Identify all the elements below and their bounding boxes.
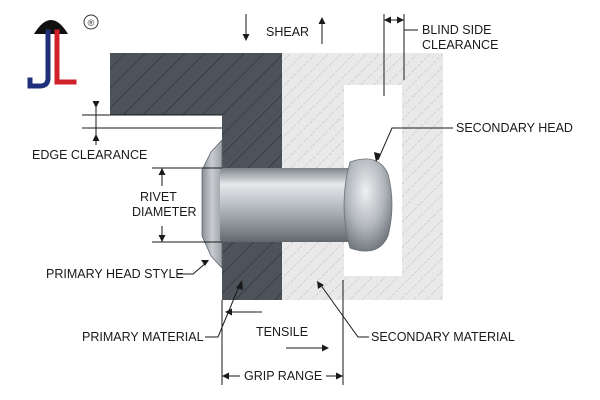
logo-j-letter (27, 29, 51, 89)
rivet-diameter-label-line2: DIAMETER (132, 205, 197, 219)
shear-label: SHEAR (266, 25, 309, 39)
secondary-material-annotation: SECONDARY MATERIAL (317, 281, 515, 344)
edge-clearance-label: EDGE CLEARANCE (32, 148, 147, 162)
rivet-diameter-label-line1: RIVET (140, 190, 177, 204)
registered-mark: ® (88, 18, 95, 28)
primary-material-annotation: PRIMARY MATERIAL (82, 280, 243, 344)
blind-side-clearance-label-line1: BLIND SIDE (422, 23, 491, 37)
logo-arch-icon (34, 20, 68, 34)
primary-head (201, 138, 223, 270)
rivet-shank (220, 168, 352, 242)
secondary-head-label: SECONDARY HEAD (456, 121, 573, 135)
primary-head-style-annotation: PRIMARY HEAD STYLE (46, 260, 209, 281)
tensile-label: TENSILE (256, 325, 308, 339)
blind-side-clearance-annotation: BLIND SIDE CLEARANCE (383, 14, 498, 96)
registered-mark-circle (83, 14, 99, 30)
logo-l-letter (54, 29, 77, 85)
rivet-diameter-annotation: RIVET DIAMETER (132, 167, 222, 243)
tensile-annotation: TENSILE (225, 308, 329, 352)
primary-head-style-label: PRIMARY HEAD STYLE (46, 267, 184, 281)
blind-side-clearance-label-line2: CLEARANCE (422, 38, 498, 52)
secondary-head (343, 158, 393, 252)
edge-clearance-annotation: EDGE CLEARANCE (32, 101, 222, 162)
secondary-material-label: SECONDARY MATERIAL (371, 330, 515, 344)
shear-annotation: SHEAR (242, 14, 326, 44)
grip-range-label: GRIP RANGE (244, 369, 322, 383)
primary-material-label: PRIMARY MATERIAL (82, 330, 204, 344)
secondary-head-annotation: SECONDARY HEAD (374, 121, 573, 162)
rivet (201, 138, 393, 270)
jl-logo: ® (27, 14, 99, 89)
grip-range-annotation: GRIP RANGE (221, 280, 344, 385)
